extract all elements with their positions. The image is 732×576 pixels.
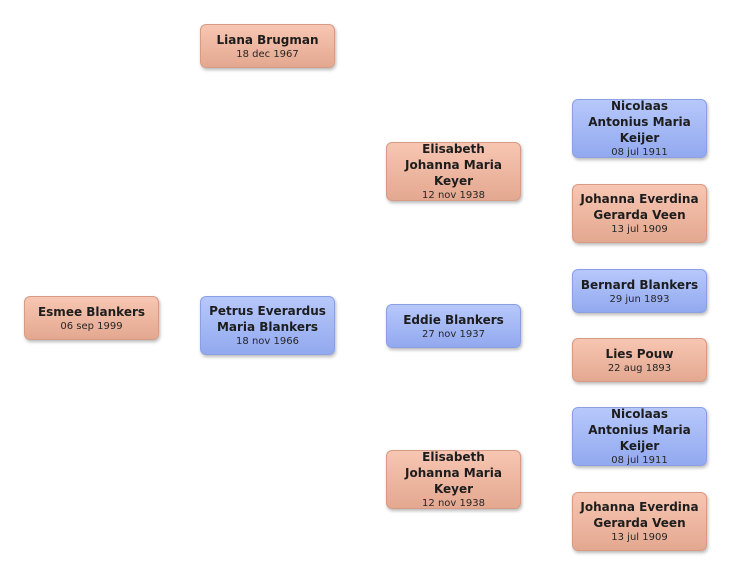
person-card-liana-brugman[interactable]: Liana Brugman 18 dec 1967 [200,24,335,68]
person-card-nicolaas-antonius-maria-keijer-1[interactable]: Nicolaas Antonius Maria Keijer 08 jul 19… [572,99,707,158]
person-card-johanna-everdina-gerarda-veen-1[interactable]: Johanna Everdina Gerarda Veen 13 jul 190… [572,184,707,243]
person-birth-date: 18 dec 1967 [236,48,299,60]
person-card-nicolaas-antonius-maria-keijer-2[interactable]: Nicolaas Antonius Maria Keijer 08 jul 19… [572,407,707,466]
person-card-esmee-blankers[interactable]: Esmee Blankers 06 sep 1999 [24,296,159,340]
person-birth-date: 13 jul 1909 [611,532,668,543]
person-card-eddie-blankers[interactable]: Eddie Blankers 27 nov 1937 [386,304,521,348]
person-name: Eddie Blankers [403,312,504,327]
person-name: Petrus Everardus Maria Blankers [209,304,326,334]
person-card-bernard-blankers[interactable]: Bernard Blankers 29 jun 1893 [572,269,707,313]
person-card-petrus-everardus-maria-blankers[interactable]: Petrus Everardus Maria Blankers 18 nov 1… [200,296,335,355]
person-birth-date: 18 nov 1966 [236,336,299,347]
person-name: Elisabeth Johanna Maria Keyer [405,450,502,496]
person-name: Nicolaas Antonius Maria Keijer [588,407,691,453]
person-birth-date: 22 aug 1893 [607,362,672,374]
person-name: Nicolaas Antonius Maria Keijer [588,99,691,145]
person-birth-date: 12 nov 1938 [422,498,485,509]
person-name: Johanna Everdina Gerarda Veen [580,500,699,530]
person-name: Bernard Blankers [580,277,699,292]
person-birth-date: 29 jun 1893 [609,293,670,305]
person-birth-date: 13 jul 1909 [611,224,668,235]
person-birth-date: 08 jul 1911 [611,455,668,466]
person-name: Lies Pouw [605,346,674,361]
person-birth-date: 12 nov 1938 [422,190,485,201]
person-birth-date: 27 nov 1937 [422,328,485,340]
person-name: Liana Brugman [216,32,319,47]
person-name: Esmee Blankers [37,304,146,319]
person-birth-date: 06 sep 1999 [60,320,123,332]
person-card-lies-pouw[interactable]: Lies Pouw 22 aug 1893 [572,338,707,382]
person-card-elisabeth-johanna-maria-keyer-1[interactable]: Elisabeth Johanna Maria Keyer 12 nov 193… [386,142,521,201]
person-birth-date: 08 jul 1911 [611,147,668,158]
person-card-johanna-everdina-gerarda-veen-2[interactable]: Johanna Everdina Gerarda Veen 13 jul 190… [572,492,707,551]
person-name: Johanna Everdina Gerarda Veen [580,192,699,222]
person-card-elisabeth-johanna-maria-keyer-2[interactable]: Elisabeth Johanna Maria Keyer 12 nov 193… [386,450,521,509]
person-name: Elisabeth Johanna Maria Keyer [405,142,502,188]
